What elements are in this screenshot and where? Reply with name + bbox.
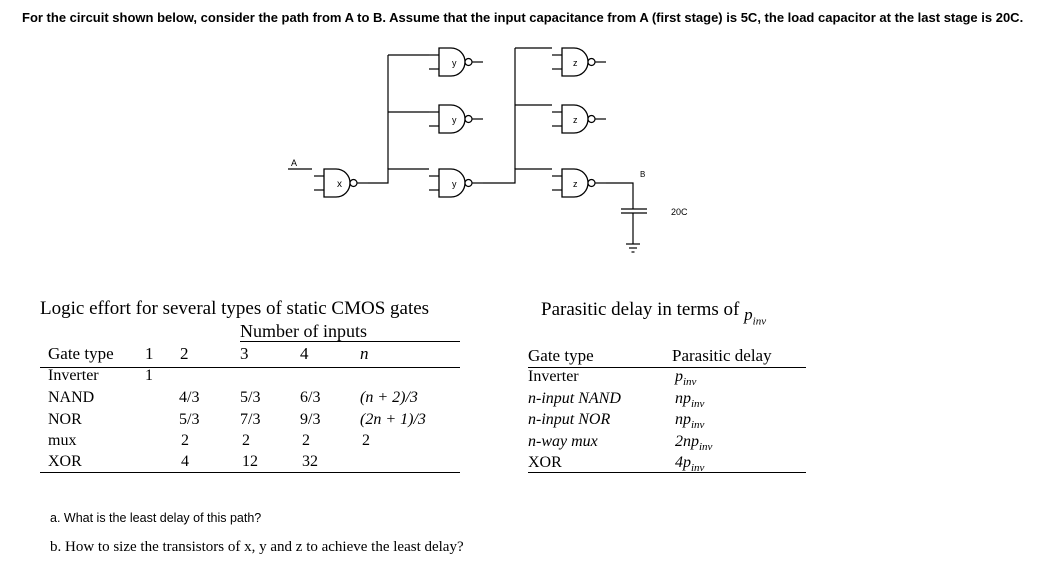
row-value: 9/3	[300, 411, 321, 428]
col-parasitic-delay: Parasitic delay	[672, 346, 772, 365]
row-value: 5/3	[179, 411, 200, 428]
row-gate: n-input NOR	[528, 411, 611, 428]
parasitic-delay-title: Parasitic delay in terms of pinv	[541, 299, 767, 328]
col-3: 3	[240, 344, 249, 363]
header-rule-right	[528, 367, 806, 368]
row-value: 2	[302, 432, 310, 449]
row-value: 4/3	[179, 389, 200, 406]
row-value: 2	[242, 432, 250, 449]
label-y-2: y	[452, 115, 457, 125]
row-value: 12	[242, 453, 258, 470]
number-of-inputs-header: Number of inputs	[240, 321, 367, 341]
label-a: A	[291, 158, 297, 168]
row-gate: Inverter	[528, 368, 579, 385]
bottom-rule-right	[528, 472, 806, 473]
label-z-2: z	[573, 115, 578, 125]
label-y-3: y	[452, 179, 457, 189]
row-gate: n-way mux	[528, 433, 598, 450]
col-n: n	[360, 344, 369, 363]
row-value: 2	[362, 432, 370, 449]
row-gate: mux	[48, 432, 77, 449]
row-gate: NOR	[48, 411, 82, 428]
nand-gate-z-3	[551, 168, 607, 198]
row-delay: 2npinv	[675, 433, 713, 454]
row-value: 7/3	[240, 411, 261, 428]
question-b: b. How to size the transistors of x, y a…	[50, 539, 464, 555]
col-gate-type: Gate type	[48, 344, 114, 363]
bottom-rule-left	[40, 472, 460, 473]
wire-to-load	[606, 182, 634, 209]
label-y-1: y	[452, 58, 457, 68]
header-rule-left	[40, 367, 460, 368]
row-value: 6/3	[300, 389, 321, 406]
col-1: 1	[145, 344, 154, 363]
row-value: (2n + 1)/3	[360, 411, 426, 428]
row-delay: 4pinv	[675, 454, 705, 475]
label-x: x	[337, 179, 342, 190]
problem-statement: For the circuit shown below, consider th…	[22, 10, 1024, 25]
row-gate: NAND	[48, 389, 95, 406]
label-b: B	[640, 170, 645, 179]
row-gate: Inverter	[48, 367, 99, 384]
row-delay: npinv	[675, 411, 705, 432]
logic-effort-title: Logic effort for several types of static…	[40, 298, 430, 319]
nand-gate-z-1	[551, 47, 607, 77]
col-4: 4	[300, 344, 309, 363]
row-value: (n + 2)/3	[360, 389, 418, 406]
row-value: 1	[145, 367, 153, 384]
wire-x-to-y	[368, 168, 429, 184]
col-2: 2	[180, 344, 189, 363]
parasitic-title-text: Parasitic delay in terms of	[541, 299, 740, 320]
row-gate: n-input NAND	[528, 390, 621, 407]
row-delay: pinv	[675, 368, 697, 389]
question-a: a. What is the least delay of this path?	[50, 511, 262, 525]
label-load: 20C	[671, 207, 688, 217]
row-gate: XOR	[48, 453, 82, 470]
row-delay: npinv	[675, 390, 705, 411]
parasitic-title-symbol: pinv	[744, 305, 767, 328]
col-gate-type: Gate type	[528, 346, 594, 365]
wire-y-to-z	[483, 168, 552, 184]
row-value: 32	[302, 453, 318, 470]
row-gate: XOR	[528, 454, 562, 471]
row-value: 4	[181, 453, 189, 470]
nand-gate-z-2	[551, 104, 607, 134]
circuit-diagram: x A y y y z z z B 20C	[288, 47, 688, 253]
row-value: 5/3	[240, 389, 261, 406]
label-z-1: z	[573, 58, 578, 68]
group-header-rule	[240, 341, 460, 342]
row-value: 2	[181, 432, 189, 449]
label-z-3: z	[573, 179, 578, 189]
load-capacitor	[621, 208, 647, 253]
